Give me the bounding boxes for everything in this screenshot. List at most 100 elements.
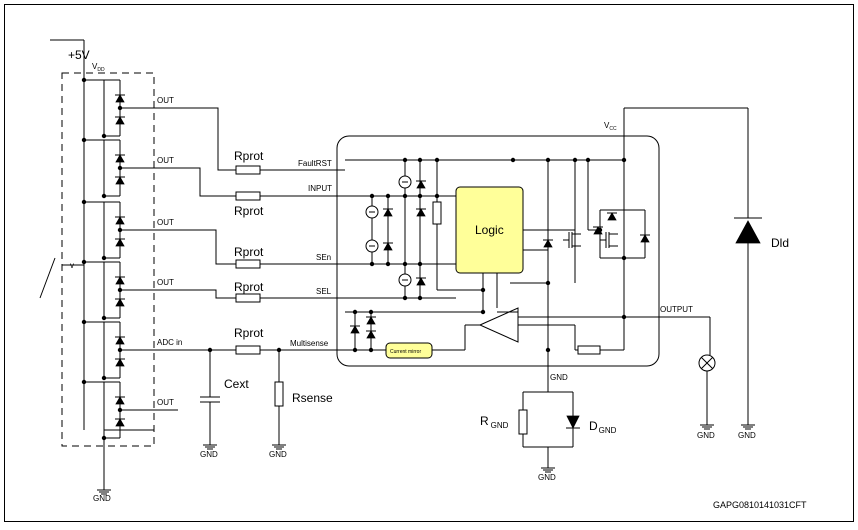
io-diode-high	[115, 276, 125, 285]
current-source-3	[365, 239, 379, 253]
mcu-pin-label-5: ADC in	[157, 338, 182, 347]
current-mirror-label: Current mirror	[390, 349, 421, 355]
mcu-io-cell-4	[81, 259, 125, 321]
io-diode-high	[115, 216, 125, 225]
ic-gnd-label: GND	[550, 373, 568, 382]
ic-pin-sen: SEn	[316, 253, 331, 262]
io-diode-low	[115, 418, 125, 427]
ic-vcc-sub: CC	[609, 126, 617, 132]
io-diode-low	[115, 298, 125, 307]
cext-gnd-label: GND	[200, 450, 218, 459]
dld-label: Dld	[771, 236, 789, 250]
multisense-clamp-diode-1	[350, 325, 360, 334]
dgnd-label: D	[589, 419, 598, 433]
io-diode-low	[115, 358, 125, 367]
svg-text:VCC: VCC	[604, 121, 617, 132]
mcu-pin-label-1: OUT	[157, 96, 174, 105]
rprot-label-3: Rprot	[234, 245, 264, 259]
mcu-io-cell-5	[81, 319, 125, 381]
ic-pin-output: OUTPUT	[660, 305, 693, 314]
pulldown-resistor	[432, 201, 442, 225]
mcu-vdd-label: V	[92, 62, 98, 71]
io-diode-high	[115, 154, 125, 163]
driver-ic-outline	[336, 135, 660, 367]
current-source-2	[365, 205, 379, 219]
dld-diode	[735, 220, 761, 244]
power-mosfet-1	[563, 232, 581, 248]
ground-network	[518, 366, 580, 473]
mcu-pin-label-3: OUT	[157, 218, 174, 227]
rprot-label-2: Rprot	[234, 204, 264, 218]
external-wiring	[120, 107, 345, 411]
figure-frame	[4, 4, 854, 522]
mcu-io-cell-1	[81, 77, 125, 139]
supply-label: +5V	[68, 48, 90, 62]
ic-internal-components	[350, 157, 650, 353]
mcu-vdd-sub: DD	[97, 67, 105, 73]
rgnd-label: R	[480, 414, 489, 428]
current-source-4	[398, 273, 412, 287]
input-clamp-diode-4	[416, 208, 426, 217]
rprot-resistors	[235, 165, 261, 355]
gnd-diode-internal	[543, 239, 553, 248]
svg-text:VDD: VDD	[92, 62, 105, 73]
rprot-label-1: Rprot	[234, 149, 264, 163]
load-gnd-label: GND	[697, 431, 715, 440]
load-and-freewheel	[698, 108, 762, 430]
bottom-gnd-label: GND	[538, 473, 556, 482]
rsense-gnd-label: GND	[269, 450, 287, 459]
body-diode-output	[640, 234, 650, 243]
mcu-gnd-label: GND	[93, 494, 111, 503]
rprot-resistor-4	[235, 293, 261, 303]
mcu-core-symbol	[39, 257, 56, 299]
mcu-io-cell-3	[81, 199, 125, 261]
rsense-resistor	[272, 350, 286, 450]
svg-text:DGND: DGND	[589, 419, 617, 435]
microcontroller-block: +5V VDD GND v	[39, 39, 155, 503]
multisense-clamp-diode-2	[366, 316, 376, 325]
sense-resistor	[577, 345, 601, 355]
mcu-pin-label-2: OUT	[157, 156, 174, 165]
logic-label: Logic	[475, 223, 504, 237]
rprot-label-4: Rprot	[234, 280, 264, 294]
input-clamp-diode-5	[416, 277, 426, 286]
io-diode-low	[115, 176, 125, 185]
io-diode-high	[115, 396, 125, 405]
driver-ic-block: VCC Logic Current mirror	[336, 107, 748, 380]
io-diode-high	[115, 94, 125, 103]
mcu-io-cell-2	[81, 137, 125, 199]
dgnd-sub: GND	[599, 426, 617, 435]
ic-pin-sel: SEL	[316, 287, 332, 296]
rprot-resistor-1	[235, 165, 261, 175]
io-diode-high	[115, 336, 125, 345]
mcu-io-cell-6	[81, 379, 125, 441]
mcu-pin-label-6: OUT	[157, 398, 174, 407]
cext-capacitor	[200, 350, 220, 450]
io-diode-low	[115, 116, 125, 125]
rprot-resistor-5	[235, 345, 261, 355]
figure-id: GAPG0810141031CFT	[713, 500, 807, 510]
gate-diode-2	[607, 212, 617, 221]
mcu-protection-cells: OUT OUT OUT OUT ADC in OUT	[81, 77, 182, 441]
dgnd-diode	[566, 415, 580, 429]
rprot-label-5: Rprot	[234, 326, 264, 340]
ic-pin-multisense: Multisense	[290, 339, 329, 348]
power-mosfet-2	[600, 232, 618, 248]
rgnd-sub: GND	[491, 421, 509, 430]
mcu-pin-label-4: OUT	[157, 278, 174, 287]
dld-gnd-label: GND	[738, 431, 756, 440]
ic-pin-input: INPUT	[308, 184, 332, 193]
input-clamp-diode-3	[416, 180, 426, 189]
mcu-ground-symbol	[97, 489, 111, 495]
rprot-resistor-3	[235, 259, 261, 269]
ic-pin-faultrst: FaultRST	[298, 159, 332, 168]
sense-amplifier	[478, 307, 519, 343]
rprot-resistor-2	[235, 191, 261, 201]
rsense-label: Rsense	[292, 391, 333, 405]
rgnd-resistor	[518, 409, 528, 435]
cext-label: Cext	[224, 377, 249, 391]
multisense-clamp-diode-3	[366, 330, 376, 339]
current-source-1	[398, 175, 412, 189]
